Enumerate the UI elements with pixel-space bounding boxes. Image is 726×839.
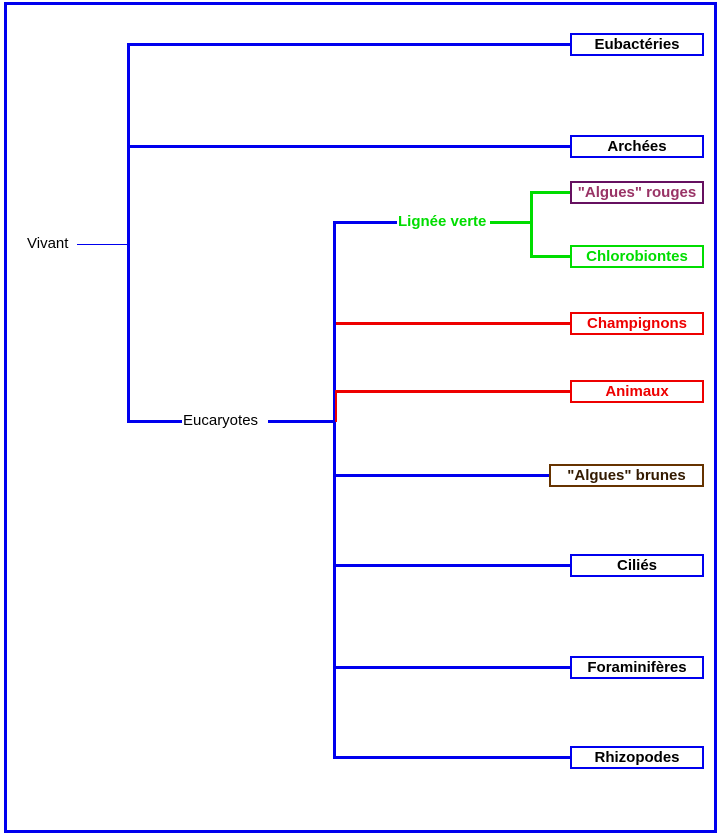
- branch-archees: [127, 145, 570, 148]
- branch-eubacteries: [127, 43, 570, 46]
- branch-lignee-verte-green-segment: [490, 221, 533, 224]
- branch-rhizopodes: [336, 756, 570, 759]
- branch-animaux-vertical-segment: [335, 390, 337, 422]
- internal-node-label-eucaryotes: Eucaryotes: [183, 412, 259, 429]
- branch-chlorobiontes: [530, 255, 570, 258]
- eucaryotes-trunk-line: [333, 221, 336, 759]
- branch-eucaryotes-left: [127, 420, 182, 423]
- taxon-box-archees: Archées: [570, 135, 704, 158]
- taxon-box-algues-brunes: "Algues" brunes: [549, 464, 704, 487]
- branch-eucaryotes-right: [268, 420, 336, 423]
- taxon-box-animaux: Animaux: [570, 380, 704, 403]
- taxon-box-chlorobiontes: Chlorobiontes: [570, 245, 704, 268]
- internal-node-label-lignee-verte: Lignée verte: [398, 213, 487, 230]
- taxon-box-algues-rouges: "Algues" rouges: [570, 181, 704, 204]
- taxon-box-champignons: Champignons: [570, 312, 704, 335]
- root-label-vivant: Vivant: [27, 235, 69, 252]
- page-border: [4, 2, 717, 833]
- branch-algues-rouges: [530, 191, 570, 194]
- taxon-box-rhizopodes: Rhizopodes: [570, 746, 704, 769]
- branch-algues-brunes: [336, 474, 549, 477]
- taxon-box-cilies: Ciliés: [570, 554, 704, 577]
- branch-animaux: [336, 390, 570, 393]
- taxon-box-foraminiferes: Foraminifères: [570, 656, 704, 679]
- branch-champignons: [336, 322, 570, 325]
- branch-cilies: [336, 564, 570, 567]
- branch-lignee-verte-blue-segment: [333, 221, 397, 224]
- root-connector-line: [77, 244, 128, 245]
- taxon-box-eubacteries: Eubactéries: [570, 33, 704, 56]
- lignee-verte-vertical-line: [530, 191, 533, 258]
- branch-foraminiferes: [336, 666, 570, 669]
- main-trunk-line: [127, 43, 130, 423]
